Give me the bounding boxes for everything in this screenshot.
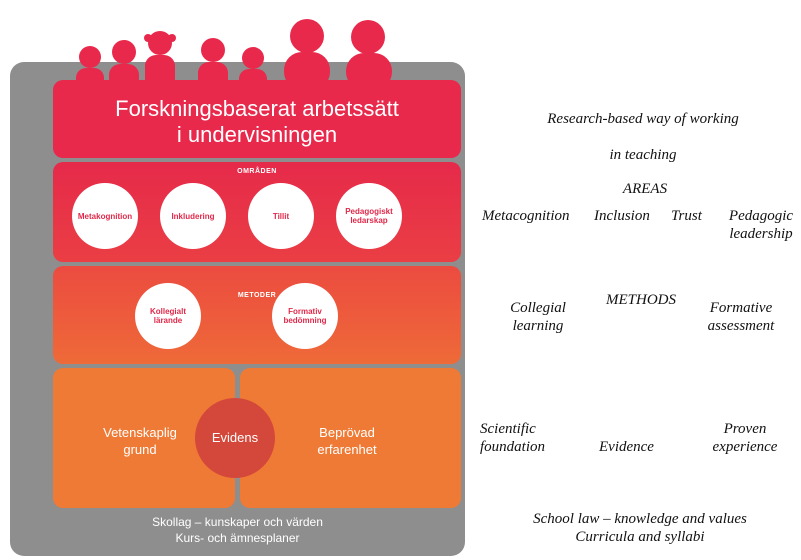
tr-curricula: Curricula and syllabi [575, 529, 705, 545]
tr-formative-line1: Formative [709, 300, 773, 316]
tr-proven-line2: experience [712, 439, 778, 455]
right-box-label: Beprövad erfarenhet [282, 424, 412, 458]
tr-inclusion: Inclusion [594, 208, 650, 224]
method-kollegialt-larande: Kollegialt lärande [135, 283, 201, 349]
tr-pedagogic-leadership: Pedagogic leadership [722, 207, 800, 243]
area-tillit: Tillit [248, 183, 314, 249]
left-box-label-line1: Vetenskaplig [103, 425, 177, 440]
tr-scientific-line1: Scientific [480, 421, 536, 437]
tr-scientific-foundation: Scientific foundation [480, 420, 545, 456]
center-label: Evidens [211, 430, 259, 445]
area-inkludering: Inkludering [160, 183, 226, 249]
right-box-label-line1: Beprövad [319, 425, 375, 440]
banner-title-line2: i undervisningen [176, 122, 338, 147]
banner-title: Forskningsbaserat arbetssätt i undervisn… [53, 96, 461, 148]
tr-title-line2: in teaching [609, 147, 677, 163]
tr-pedagogic-line1: Pedagogic [728, 208, 794, 224]
tr-pedagogic-line2: leadership [729, 226, 793, 242]
areas-title: OMRÅDEN [237, 168, 277, 175]
tr-trust: Trust [671, 208, 702, 224]
title-banner [53, 80, 461, 158]
method-formativ-bedomning: Formativ bedömning [272, 283, 338, 349]
tr-collegial-line1: Collegial [510, 300, 566, 316]
methods-title: METODER [237, 292, 277, 299]
tr-formative-assessment: Formative assessment [693, 299, 789, 335]
bottom-line1: Skollag – kunskaper och värden [152, 515, 323, 529]
bottom-text: Skollag – kunskaper och värden Kurs- och… [10, 514, 465, 546]
right-box-label-line2: erfarenhet [317, 442, 377, 457]
tr-proven-experience: Proven experience [702, 420, 788, 456]
tr-proven-line1: Proven [723, 421, 767, 437]
evidence-circle [195, 398, 275, 478]
tr-scientific-line2: foundation [480, 439, 546, 455]
area-metakognition: Metakognition [72, 183, 138, 249]
proven-experience-box [240, 368, 461, 508]
tr-school-law: School law – knowledge and values [533, 511, 747, 527]
banner-title-line1: Forskningsbaserat arbetssätt [115, 96, 399, 121]
tr-methods: METHODS [606, 292, 676, 308]
tr-metacognition: Metacognition [482, 208, 570, 224]
left-box-label: Vetenskaplig grund [80, 424, 200, 458]
bottom-line2: Kurs- och ämnesplaner [175, 531, 300, 545]
tr-title-line1: Research-based way of working [547, 111, 739, 127]
tr-evidence: Evidence [599, 439, 654, 455]
area-pedagogiskt-ledarskap: Pedagogiskt ledarskap [336, 183, 402, 249]
methods-section [53, 266, 461, 364]
tr-areas: AREAS [622, 181, 668, 197]
tr-formative-line2: assessment [707, 318, 775, 334]
tr-collegial-line2: learning [512, 318, 564, 334]
left-box-label-line2: grund [123, 442, 157, 457]
tr-collegial-learning: Collegial learning [498, 299, 578, 335]
